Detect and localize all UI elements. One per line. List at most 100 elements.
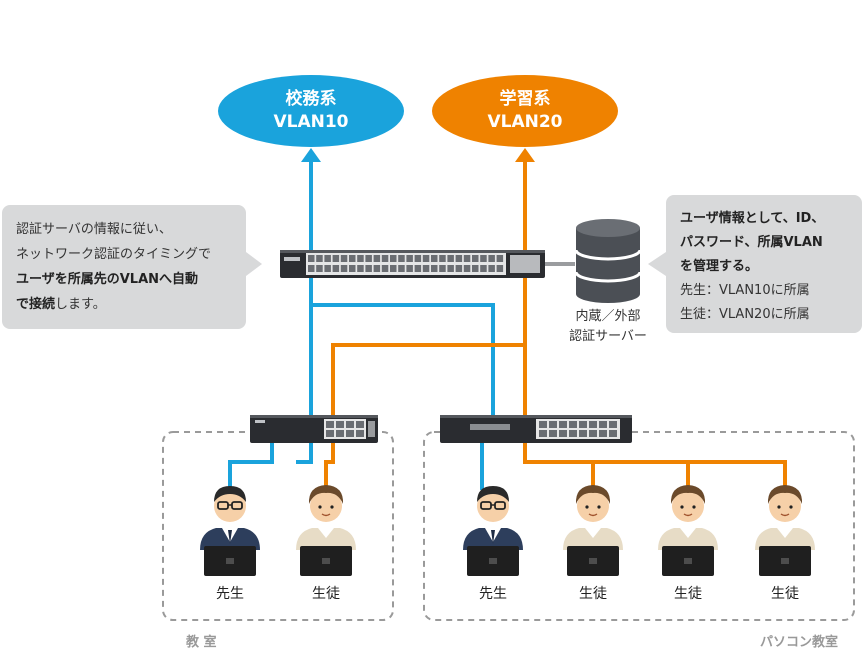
right-note-line3: を管理する。 bbox=[680, 258, 758, 274]
laptop-icon bbox=[467, 546, 519, 576]
left-note-line1: 認証サーバの情報に従い、 bbox=[16, 221, 172, 237]
switch-port bbox=[324, 265, 331, 272]
left-note: 認証サーバの情報に従い、 ネットワーク認証のタイミングで ユーザを所属先のVLA… bbox=[2, 205, 262, 329]
switch-port bbox=[431, 255, 438, 262]
switch-port bbox=[439, 255, 446, 262]
vlan20-id: VLAN20 bbox=[487, 112, 562, 132]
pc-room-box bbox=[423, 431, 855, 621]
switch-port bbox=[381, 255, 389, 262]
switch-port bbox=[463, 265, 471, 272]
switch-port bbox=[332, 255, 340, 262]
switch-port bbox=[406, 255, 413, 262]
switch-port bbox=[373, 265, 381, 272]
switch-port bbox=[316, 255, 323, 262]
user-role-label: 生徒 bbox=[579, 586, 607, 602]
switch-port bbox=[365, 265, 372, 272]
user-role-label: 生徒 bbox=[771, 586, 799, 602]
teacher-icon bbox=[199, 485, 261, 551]
switch-port bbox=[324, 255, 331, 262]
switch-port bbox=[365, 255, 372, 262]
switch-port bbox=[414, 255, 422, 262]
switch-port bbox=[488, 265, 495, 272]
switch-port bbox=[439, 265, 446, 272]
switch-port bbox=[357, 255, 364, 262]
switch-port bbox=[455, 265, 463, 272]
user-role-label: 生徒 bbox=[312, 586, 340, 602]
switch-port bbox=[357, 265, 364, 272]
switch-port bbox=[332, 265, 340, 272]
server-label-line1: 内蔵／外部 bbox=[575, 308, 640, 324]
vlan10-arrowhead bbox=[301, 148, 321, 162]
switch-port bbox=[390, 265, 397, 272]
classroom-switch bbox=[250, 415, 378, 443]
switch-port bbox=[308, 265, 315, 272]
user-role-label: 先生 bbox=[216, 586, 244, 602]
right-note-line4: 先生：VLAN10に所属 bbox=[680, 283, 810, 298]
left-note-line3: ユーザを所属先のVLANへ自動 bbox=[16, 271, 198, 287]
vlan20-arrowhead bbox=[515, 148, 535, 162]
vlan20-lines bbox=[324, 160, 787, 490]
pc-room-label: パソコン教室 bbox=[760, 634, 838, 650]
left-note-line4-rest: します。 bbox=[55, 297, 106, 312]
student-icon bbox=[657, 484, 719, 551]
switch-port bbox=[349, 255, 356, 262]
switch-port bbox=[422, 255, 430, 262]
switch-port bbox=[340, 255, 348, 262]
right-note-line2: パスワード、所属VLAN bbox=[680, 234, 823, 250]
vlan10-id: VLAN10 bbox=[273, 112, 348, 132]
pc-room-switch bbox=[440, 415, 632, 443]
switch-port bbox=[398, 265, 405, 272]
switch-port bbox=[496, 265, 504, 272]
classroom-box bbox=[162, 431, 394, 621]
left-note-line4-bold: で接続 bbox=[16, 296, 55, 312]
database-icon bbox=[574, 219, 642, 303]
vlan10-lines bbox=[228, 160, 495, 495]
switch-port bbox=[349, 265, 356, 272]
left-note-line2: ネットワーク認証のタイミングで bbox=[16, 246, 211, 262]
vlan10-bubble bbox=[218, 75, 404, 147]
student-icon bbox=[562, 484, 624, 551]
right-note: ユーザ情報として、ID、 パスワード、所属VLAN を管理する。 先生：VLAN… bbox=[648, 195, 862, 333]
left-note-line4: で接続します。 bbox=[16, 296, 106, 312]
switch-port bbox=[381, 265, 389, 272]
switch-port bbox=[431, 265, 438, 272]
switch-port bbox=[472, 255, 479, 262]
switch-port bbox=[308, 255, 315, 262]
switch-port bbox=[480, 255, 487, 262]
switch-port bbox=[455, 255, 463, 262]
user-role-label: 先生 bbox=[479, 586, 507, 602]
switch-port bbox=[463, 255, 471, 262]
laptop-icon bbox=[662, 546, 714, 576]
switch-port bbox=[390, 255, 397, 262]
switch-port bbox=[496, 255, 504, 262]
student-icon bbox=[754, 484, 816, 551]
switch-port bbox=[488, 255, 495, 262]
laptop-icon bbox=[759, 546, 811, 576]
switch-port bbox=[480, 265, 487, 272]
user-role-label: 生徒 bbox=[674, 586, 702, 602]
switch-port bbox=[406, 265, 413, 272]
switch-port bbox=[398, 255, 405, 262]
student-icon bbox=[295, 484, 357, 551]
switch-port bbox=[422, 265, 430, 272]
switch-port bbox=[316, 265, 323, 272]
right-note-line5: 生徒：VLAN20に所属 bbox=[680, 307, 810, 322]
switch-port bbox=[340, 265, 348, 272]
switch-port bbox=[414, 265, 422, 272]
vlan20-name: 学習系 bbox=[500, 88, 551, 109]
switch-port bbox=[447, 255, 454, 262]
vlan20-bubble bbox=[432, 75, 618, 147]
classroom-label: 教 室 bbox=[185, 634, 217, 650]
switch-port bbox=[447, 265, 454, 272]
right-note-line1: ユーザ情報として、ID、 bbox=[680, 210, 824, 226]
laptop-icon bbox=[204, 546, 256, 576]
switch-port bbox=[373, 255, 381, 262]
teacher-icon bbox=[462, 485, 524, 551]
laptop-icon bbox=[300, 546, 352, 576]
vlan10-name: 校務系 bbox=[286, 88, 337, 109]
server-label-line2: 認証サーバー bbox=[569, 328, 647, 344]
core-switch bbox=[280, 250, 545, 278]
switch-port bbox=[472, 265, 479, 272]
laptop-icon bbox=[567, 546, 619, 576]
